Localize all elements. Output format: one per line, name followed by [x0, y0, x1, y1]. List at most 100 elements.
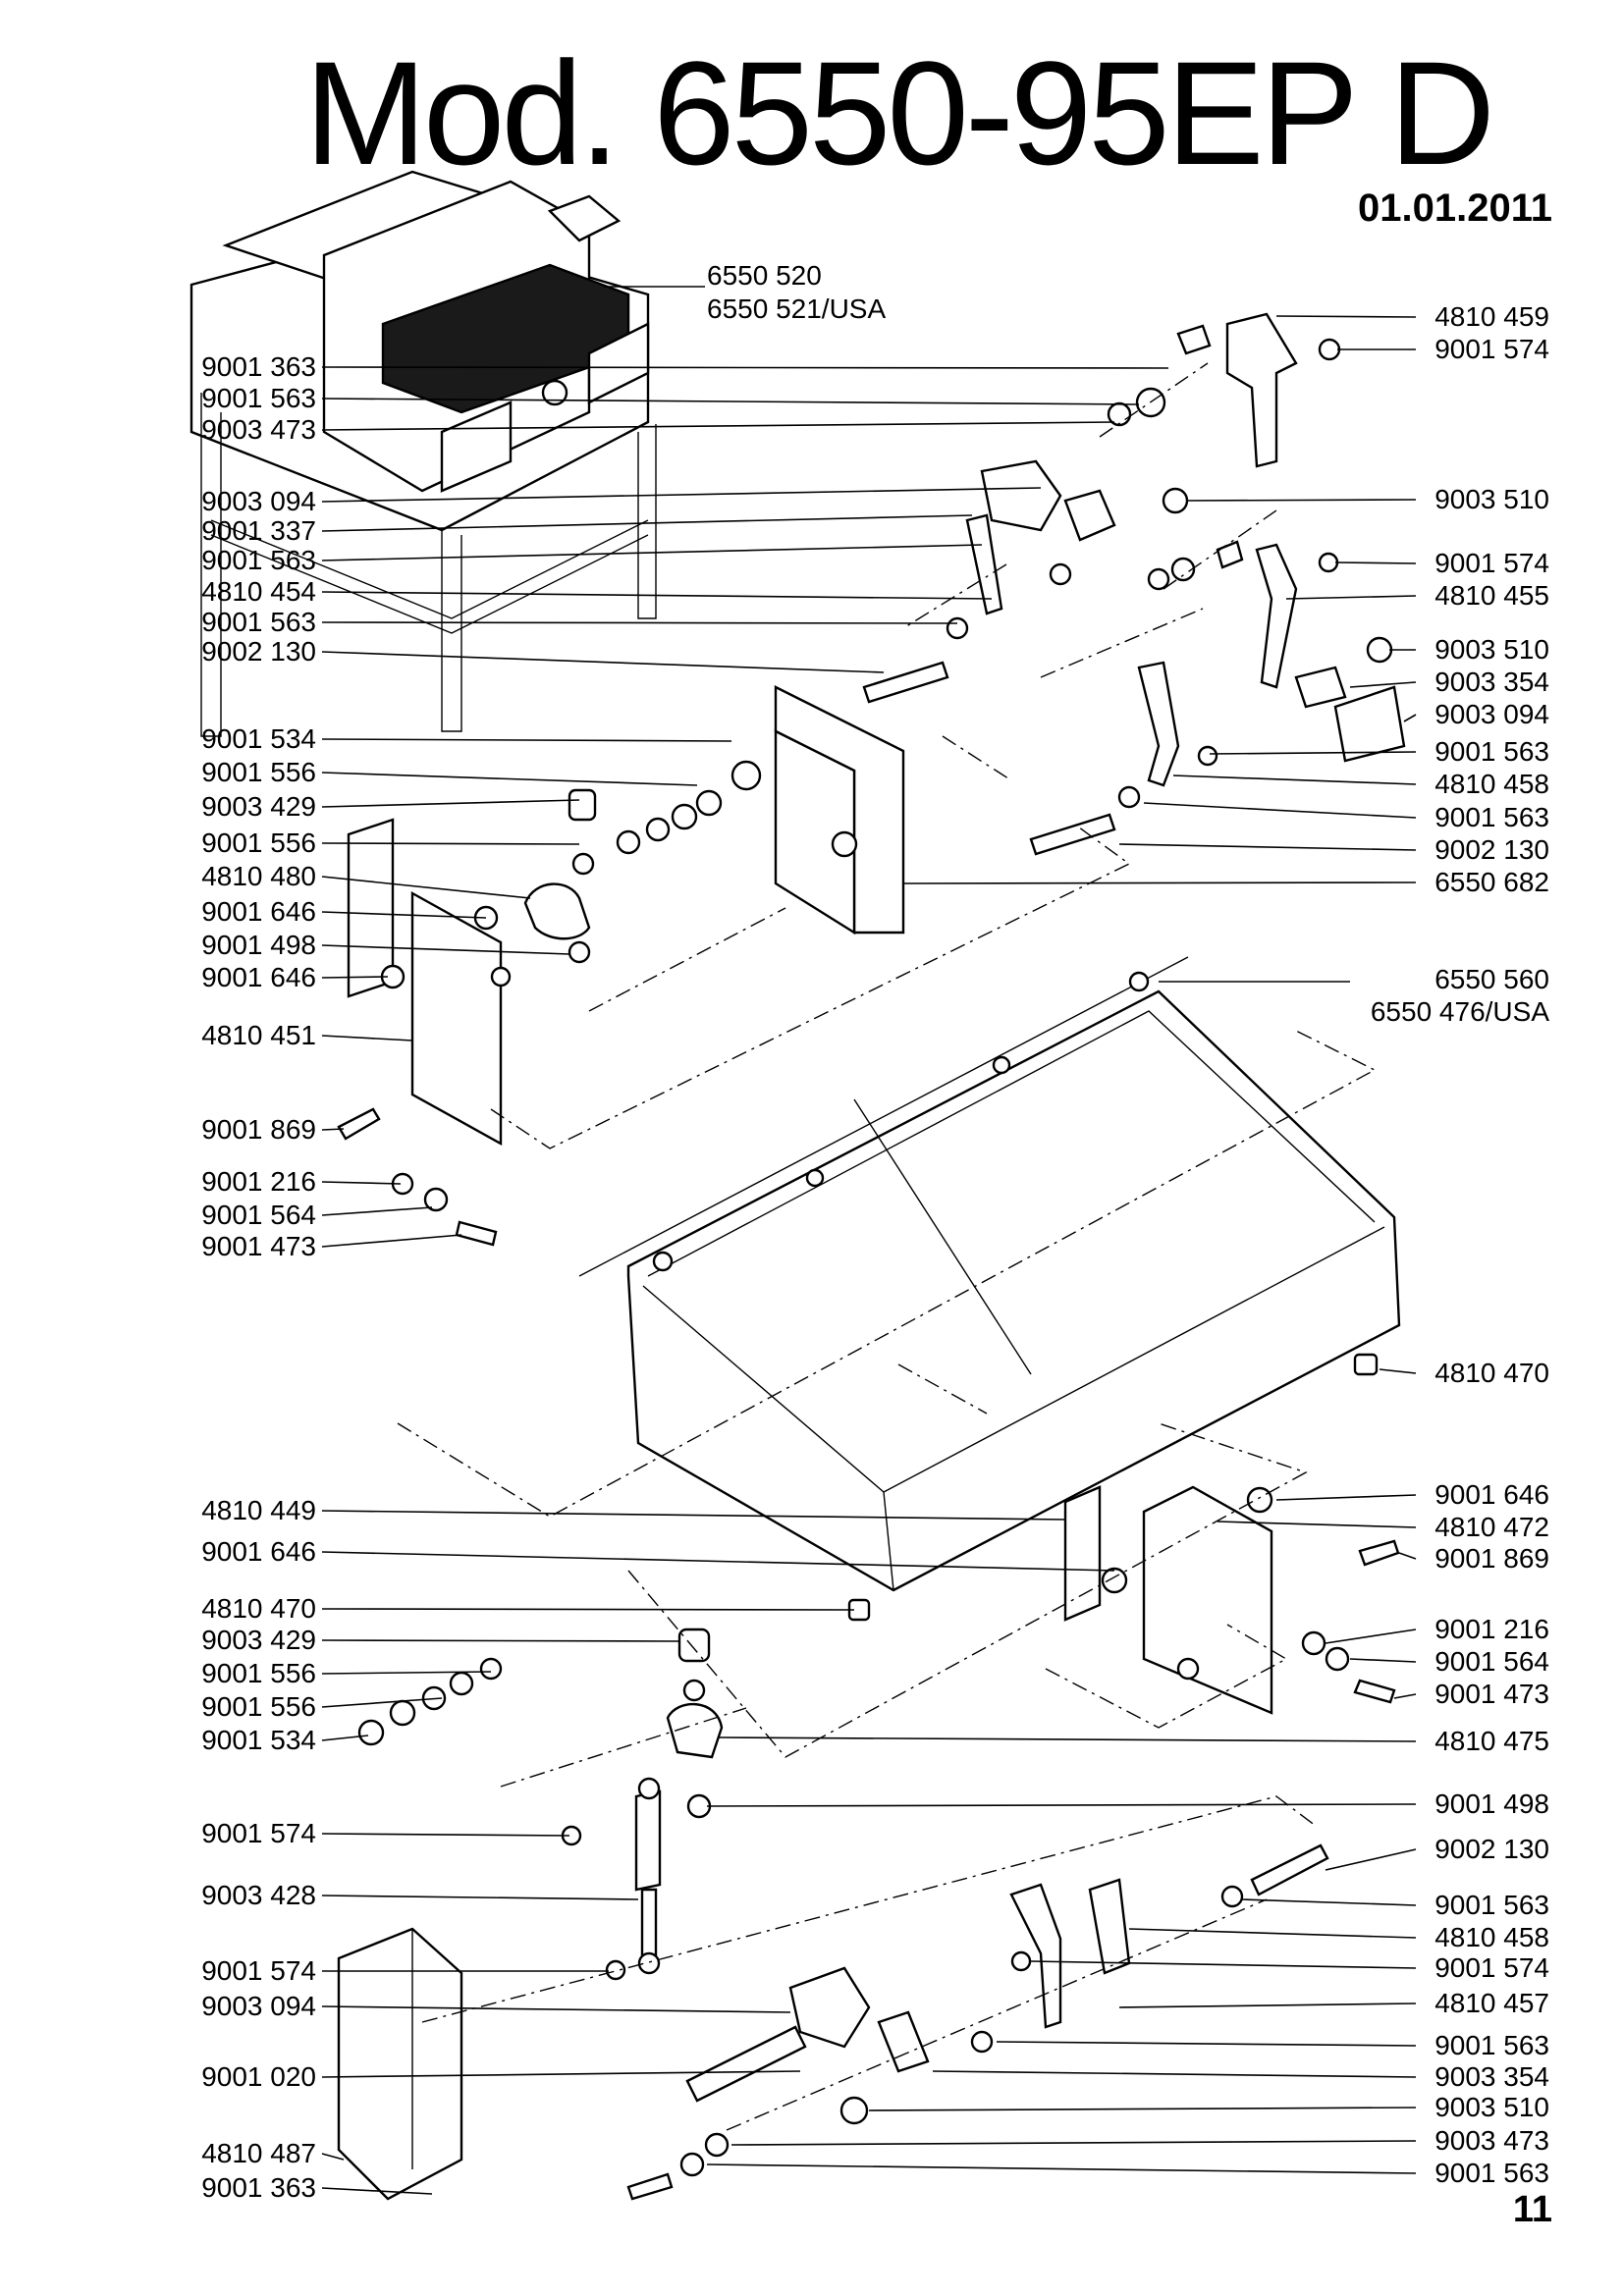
- leader-right-18: [1325, 1629, 1417, 1644]
- callout-label-left-11: 9001 556: [201, 757, 316, 787]
- leader-left-20: [321, 1181, 402, 1185]
- leader-left-5: [321, 621, 958, 624]
- leader-right-24: [1241, 1898, 1417, 1906]
- leader-left-17: [321, 976, 389, 979]
- callout-label-right-5: 4810 455: [1434, 580, 1549, 611]
- leader-left-7: [321, 366, 1169, 369]
- callout-label-right-30: 9003 510: [1434, 2092, 1549, 2122]
- callout-label-left-33: 9003 094: [201, 1991, 316, 2021]
- callout-label-left-30: 9001 574: [201, 1818, 316, 1848]
- leader-left-25: [321, 1608, 855, 1611]
- callout-label-right-21: 4810 475: [1434, 1726, 1549, 1756]
- leader-left-24: [321, 1551, 1115, 1572]
- leader-left-1: [321, 487, 1042, 503]
- callout-label-right-31: 9003 473: [1434, 2125, 1549, 2156]
- leader-right-26: [1030, 1960, 1417, 1969]
- leader-left-8: [321, 398, 1140, 405]
- center-bracket: [774, 685, 905, 935]
- leader-left-27: [321, 1671, 492, 1675]
- leader-left-3: [321, 544, 983, 561]
- leader-left-16: [321, 944, 570, 955]
- leader-left-29: [321, 1735, 369, 1741]
- callout-label-main-cover: 6550 560: [1434, 964, 1549, 994]
- callout-label-left-7: 9001 363: [201, 351, 316, 382]
- callout-label-left-23: 4810 449: [201, 1495, 316, 1525]
- callout-label-top-cover: 6550 520: [707, 260, 822, 291]
- leader-right-1: [1275, 315, 1417, 318]
- callout-label-right-15: 9001 646: [1434, 1479, 1549, 1510]
- callout-label-right-20: 9001 473: [1434, 1679, 1549, 1709]
- callout-label-left-14: 4810 480: [201, 861, 316, 891]
- callout-label-right-7: 9003 354: [1434, 667, 1549, 697]
- callout-label-left-9: 9003 473: [201, 414, 316, 445]
- callout-label-left-31: 9003 428: [201, 1880, 316, 1910]
- callout-label-left-21: 9001 564: [201, 1200, 316, 1230]
- callout-label-left-32: 9001 574: [201, 1955, 316, 1986]
- callout-label-right-9: 9001 563: [1434, 736, 1549, 767]
- leader-right-3: [1187, 499, 1417, 502]
- leader-left-13: [321, 842, 580, 845]
- leader-left-2: [321, 514, 973, 532]
- leader-right-31: [730, 2140, 1417, 2146]
- leader-left-30: [321, 1833, 570, 1837]
- callout-label-left-26: 9003 429: [201, 1625, 316, 1655]
- callout-label-left-22: 9001 473: [201, 1231, 316, 1261]
- callout-label-right-27: 4810 457: [1434, 1988, 1549, 2018]
- callout-label-right-8: 9003 094: [1434, 699, 1549, 729]
- callout-label-left-27: 9001 556: [201, 1658, 316, 1688]
- machine-overview-illustration: [189, 170, 657, 737]
- callout-label-left-25: 4810 470: [201, 1593, 316, 1624]
- callout-label-left-1: 9003 094: [201, 486, 316, 516]
- callout-label-right-12: 9002 130: [1434, 834, 1549, 865]
- callout-label-left-24: 9001 646: [201, 1536, 316, 1567]
- leader-left-9: [321, 421, 1115, 431]
- leader-right-10: [1172, 774, 1417, 785]
- callout-label-right-29: 9003 354: [1434, 2061, 1549, 2092]
- leader-right-15: [1275, 1494, 1417, 1501]
- callout-label-right-22: 9001 498: [1434, 1789, 1549, 1819]
- callout-label-right-17: 9001 869: [1434, 1543, 1549, 1574]
- leader-right-19: [1349, 1658, 1417, 1663]
- leader-left-14: [321, 876, 531, 899]
- callout-label-left-34: 9001 020: [201, 2061, 316, 2092]
- callout-label-left-2: 9001 337: [201, 515, 316, 546]
- leader-left-22: [321, 1234, 462, 1248]
- leader-right-27: [1118, 2002, 1417, 2008]
- leader-right-13: [902, 881, 1417, 884]
- callout-label-left-5: 9001 563: [201, 607, 316, 637]
- callout-label-left-18: 4810 451: [201, 1020, 316, 1050]
- leader-left-15: [321, 911, 487, 919]
- leader-right-20: [1393, 1693, 1417, 1699]
- callout-label-right-3: 9003 510: [1434, 484, 1549, 514]
- leader-left-11: [321, 772, 698, 786]
- leader-right-14: [1379, 1368, 1417, 1374]
- upper-switch-assembly: [862, 312, 1406, 856]
- callout-label-right-11: 9001 563: [1434, 802, 1549, 832]
- callout-label-left-12: 9003 429: [201, 791, 316, 822]
- callout-label-left-15: 9001 646: [201, 896, 316, 927]
- leader-right-23: [1325, 1848, 1417, 1871]
- lower-components: [337, 1843, 1329, 2201]
- leader-left-4: [321, 591, 993, 600]
- callout-label-right-25: 4810 458: [1434, 1922, 1549, 1952]
- leader-left-12: [321, 799, 580, 808]
- leader-right-28: [996, 2041, 1417, 2047]
- leader-right-21: [718, 1736, 1417, 1742]
- leader-left-35: [321, 2153, 345, 2161]
- leader-left-31: [321, 1895, 639, 1900]
- callout-label-right-2: 9001 574: [1434, 334, 1549, 364]
- leader-right-12: [1118, 843, 1417, 851]
- callout-label-left-20: 9001 216: [201, 1166, 316, 1197]
- callout-label-right-4: 9001 574: [1434, 548, 1549, 578]
- leader-left-19: [321, 1128, 345, 1131]
- page-title: Mod. 6550-95EP D: [304, 30, 1495, 195]
- callout-label-right-18: 9001 216: [1434, 1614, 1549, 1644]
- leader-right-7: [1349, 681, 1417, 688]
- callout-label-right-23: 9002 130: [1434, 1834, 1549, 1864]
- callout-label-right-6: 9003 510: [1434, 634, 1549, 665]
- leader-right-22: [706, 1803, 1417, 1807]
- upper-left-bracket-assembly: [337, 760, 762, 1247]
- leader-left-6: [321, 651, 885, 673]
